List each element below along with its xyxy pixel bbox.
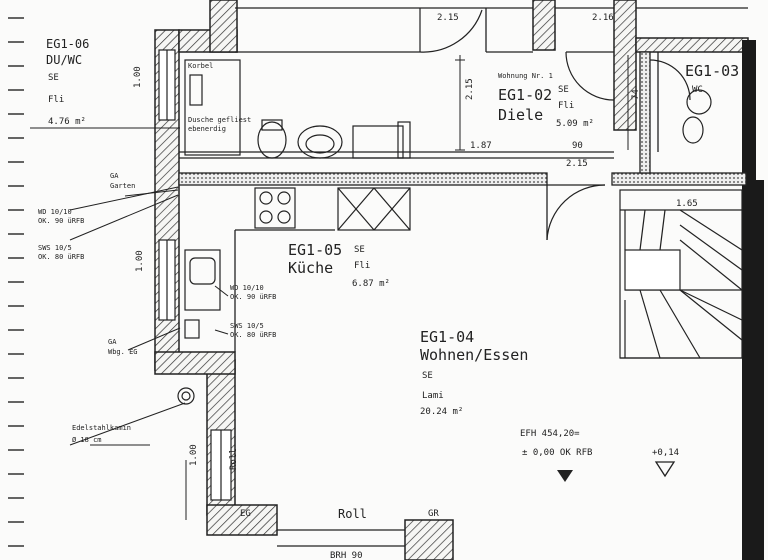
dim-label: 1.00: [135, 250, 145, 272]
annotations: GA Garten WD 10/10 OK. 90 üRFB SWS 10/5 …: [38, 62, 679, 560]
note-line: Ø 18 cm: [72, 436, 102, 444]
room-code: EG1-04: [420, 328, 474, 346]
floor-code: SE: [48, 73, 59, 83]
dim-label: 2.15: [465, 78, 475, 100]
room-name: Wohnen/Essen: [420, 346, 528, 364]
dimension-lines: [180, 55, 629, 520]
note-line: GA: [108, 338, 117, 346]
level-marker-efh: [557, 470, 573, 482]
note-line: OK. 80 üRFB: [38, 253, 84, 261]
note-line: Garten: [110, 182, 135, 190]
note-line: WD 10/10: [230, 284, 264, 292]
floor-code: SE: [354, 245, 365, 255]
room-code: EG1-03: [685, 62, 739, 80]
level-plus-label: +0,14: [652, 448, 679, 458]
level-markers: [557, 461, 676, 482]
note-line: OK. 90 üRFB: [230, 293, 276, 301]
margin-ruler: [8, 17, 24, 547]
staircase: [619, 189, 743, 359]
eg-label: EG: [240, 509, 251, 519]
room-area: 5.09 m²: [556, 119, 594, 129]
room-code: EG1-05: [288, 241, 342, 259]
dim-label: 2.15: [566, 159, 588, 169]
door-swing: [419, 8, 691, 241]
dim-label: 1.00: [133, 66, 143, 88]
floor-type: Fli: [558, 101, 574, 111]
floor-type: Lami: [422, 391, 444, 401]
right-exterior-wall: [742, 180, 764, 560]
note-line: Korbel: [188, 62, 213, 70]
note-line: OK. 80 üRFB: [230, 331, 276, 339]
fixtures: [177, 59, 712, 405]
room-name: WC: [692, 85, 703, 95]
dim-label: 2.16: [592, 13, 614, 23]
floor-code: SE: [558, 85, 569, 95]
room-code: EG1-02: [498, 86, 552, 104]
dim-label: 90: [572, 141, 583, 151]
room-label-wohnen: EG1-04 Wohnen/Essen SE Lami 20.24 m²: [420, 328, 528, 417]
leader-lines: [30, 127, 229, 446]
room-label-wc: EG1-06 DU/WC SE Fli 4.76 m²: [46, 37, 89, 127]
apartment-label: Wohnung Nr. 1: [498, 72, 553, 80]
room-area: 6.87 m²: [352, 279, 390, 289]
room-label-kueche: EG1-05 Küche SE Fli 6.87 m²: [288, 241, 390, 289]
dim-label: 1.87: [470, 141, 492, 151]
right-upper-wall: [742, 40, 756, 180]
floor-type: Fli: [48, 95, 64, 105]
room-name: Diele: [498, 106, 543, 124]
note-line: Edelstahlkamin: [72, 424, 131, 432]
dim-label: 1.00: [189, 444, 199, 466]
note-line: WD 10/10: [38, 208, 72, 216]
room-label-diele: Wohnung Nr. 1 EG1-02 Diele SE Fli 5.09 m…: [498, 72, 594, 129]
roll-side-label: Roll: [229, 448, 239, 470]
windows: [158, 49, 232, 501]
dim-label: 74: [631, 89, 641, 100]
dimension-labels: 2.15 2.16 2.15 1.87 90 1.65 1.00 1.00 1.…: [133, 13, 698, 466]
gr-label: GR: [428, 509, 439, 519]
room-name: Küche: [288, 259, 333, 277]
room-area: 20.24 m²: [420, 407, 463, 417]
dim-label: 1.65: [676, 199, 698, 209]
room-area: 4.76 m²: [48, 117, 86, 127]
note-line: OK. 90 üRFB: [38, 217, 84, 225]
note-line: SWS 10/5: [38, 244, 72, 252]
interior-walls: [178, 51, 747, 186]
floor-type: Fli: [354, 261, 370, 271]
dim-label: 2.15: [437, 13, 459, 23]
room-code: EG1-06: [46, 37, 89, 51]
note-line: ebenerdig: [188, 125, 226, 133]
room-name: DU/WC: [46, 53, 82, 67]
note-line: SWS 10/5: [230, 322, 264, 330]
note-line: GA: [110, 172, 119, 180]
note-line: Wbg. EG: [108, 348, 138, 356]
roll-bottom-label: Roll: [338, 507, 367, 521]
floor-code: SE: [422, 371, 433, 381]
level-marker-plus: [654, 461, 676, 478]
room-label-03: EG1-03 WC: [685, 62, 739, 95]
okrfb-label: ± 0,00 OK RFB: [522, 448, 592, 458]
efh-label: EFH 454,20=: [520, 429, 580, 439]
bottom-dim-label: BRH 90: [330, 551, 363, 560]
note-line: Dusche gefliest: [188, 116, 251, 124]
